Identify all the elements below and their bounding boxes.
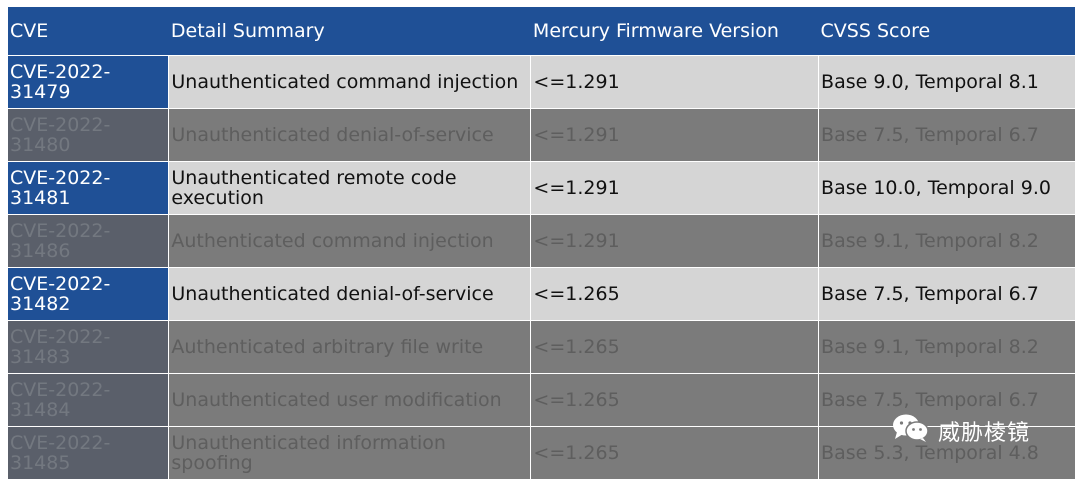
table-row: CVE-2022-31486 Authenticated command inj… bbox=[8, 215, 1075, 268]
firmware-version: <=1.291 bbox=[531, 109, 819, 162]
table-row: CVE-2022-31483 Authenticated arbitrary f… bbox=[8, 321, 1075, 374]
cve-id: CVE-2022-31481 bbox=[8, 162, 169, 215]
cve-id: CVE-2022-31486 bbox=[8, 215, 169, 268]
firmware-version: <=1.265 bbox=[531, 427, 819, 479]
header-cve: CVE bbox=[8, 7, 169, 56]
firmware-version: <=1.265 bbox=[531, 374, 819, 427]
table-header-row: CVE Detail Summary Mercury Firmware Vers… bbox=[8, 7, 1075, 56]
cvss-score: Base 10.0, Temporal 9.0 bbox=[819, 162, 1075, 215]
table-row: CVE-2022-31479 Unauthenticated command i… bbox=[8, 56, 1075, 109]
cvss-score: Base 7.5, Temporal 6.7 bbox=[819, 268, 1075, 321]
cve-id: CVE-2022-31482 bbox=[8, 268, 169, 321]
detail-summary: Unauthenticated denial-of-service bbox=[169, 109, 531, 162]
cvss-score: Base 7.5, Temporal 6.7 bbox=[819, 109, 1075, 162]
watermark-text: 威胁棱镜 bbox=[938, 415, 1030, 447]
firmware-version: <=1.265 bbox=[531, 321, 819, 374]
detail-summary: Unauthenticated denial-of-service bbox=[169, 268, 531, 321]
cvss-score: Base 9.1, Temporal 8.2 bbox=[819, 215, 1075, 268]
cve-id: CVE-2022-31480 bbox=[8, 109, 169, 162]
table-row: CVE-2022-31482 Unauthenticated denial-of… bbox=[8, 268, 1075, 321]
cve-id: CVE-2022-31479 bbox=[8, 56, 169, 109]
detail-summary: Authenticated arbitrary file write bbox=[169, 321, 531, 374]
cve-table: CVE Detail Summary Mercury Firmware Vers… bbox=[8, 7, 1075, 479]
cve-id: CVE-2022-31484 bbox=[8, 374, 169, 427]
cve-id: CVE-2022-31483 bbox=[8, 321, 169, 374]
firmware-version: <=1.291 bbox=[531, 56, 819, 109]
firmware-version: <=1.291 bbox=[531, 215, 819, 268]
header-detail-summary: Detail Summary bbox=[169, 7, 531, 56]
wechat-icon bbox=[892, 413, 938, 449]
header-cvss-score: CVSS Score bbox=[819, 7, 1075, 56]
watermark: 威胁棱镜 bbox=[892, 416, 1030, 446]
cvss-score: Base 9.0, Temporal 8.1 bbox=[819, 56, 1075, 109]
firmware-version: <=1.291 bbox=[531, 162, 819, 215]
cve-id: CVE-2022-31485 bbox=[8, 427, 169, 479]
detail-summary: Authenticated command injection bbox=[169, 215, 531, 268]
detail-summary: Unauthenticated information spoofing bbox=[169, 427, 531, 479]
detail-summary: Unauthenticated command injection bbox=[169, 56, 531, 109]
cvss-score: Base 9.1, Temporal 8.2 bbox=[819, 321, 1075, 374]
table-row: CVE-2022-31481 Unauthenticated remote co… bbox=[8, 162, 1075, 215]
header-firmware-version: Mercury Firmware Version bbox=[531, 7, 819, 56]
detail-summary: Unauthenticated user modification bbox=[169, 374, 531, 427]
table-row: CVE-2022-31480 Unauthenticated denial-of… bbox=[8, 109, 1075, 162]
firmware-version: <=1.265 bbox=[531, 268, 819, 321]
detail-summary: Unauthenticated remote code execution bbox=[169, 162, 531, 215]
